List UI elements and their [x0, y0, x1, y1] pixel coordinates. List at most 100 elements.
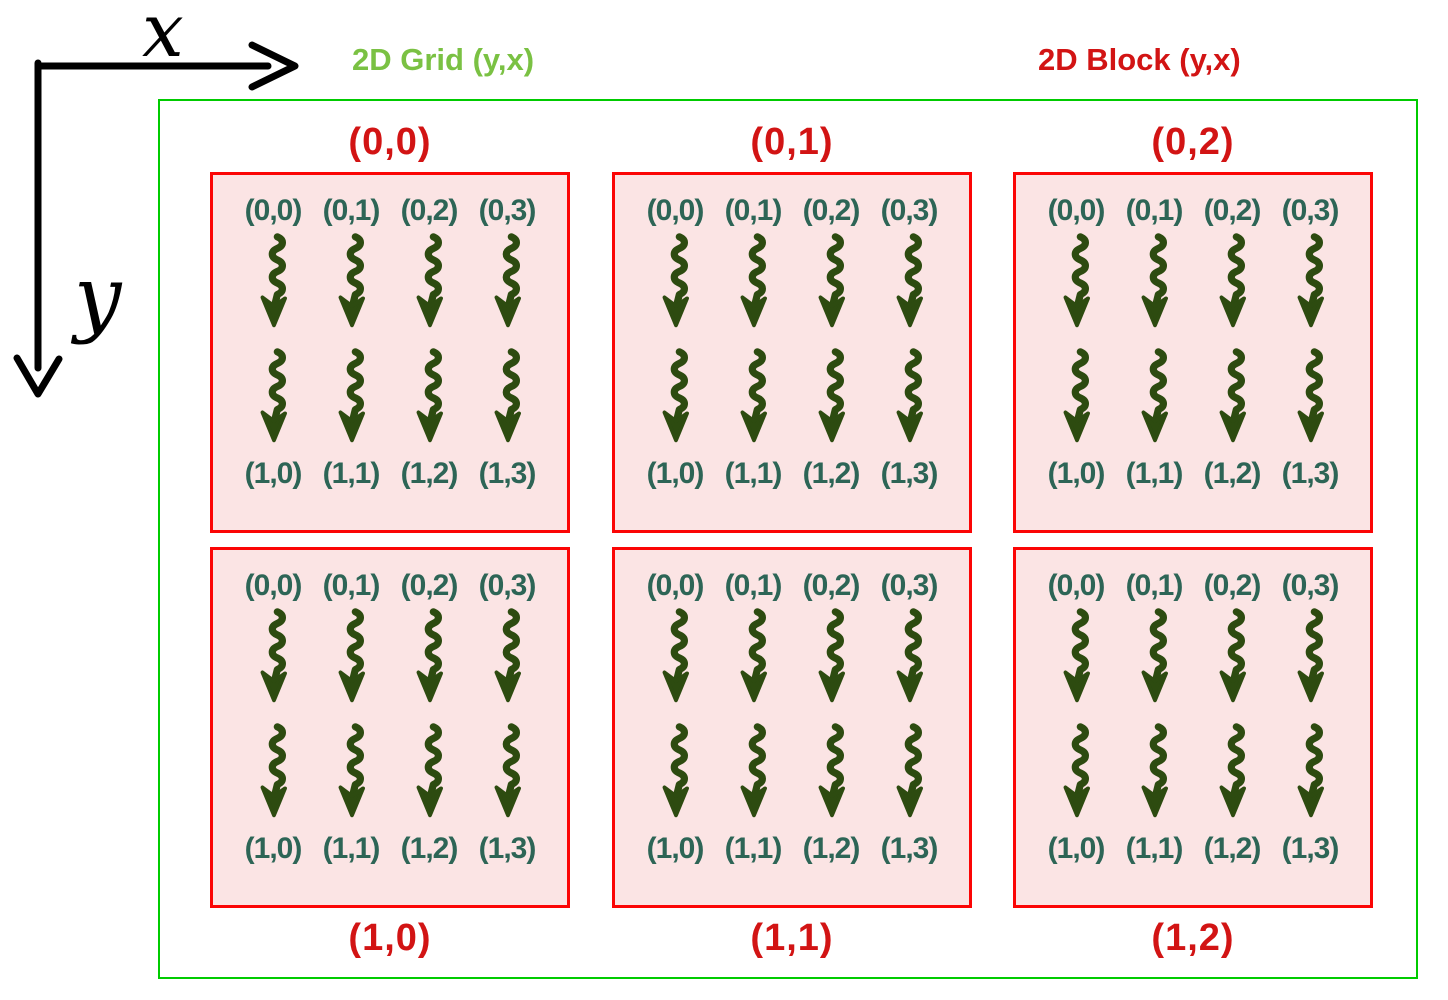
thread-label: (1,1): [322, 457, 381, 490]
wavy-down-arrow-icon: [738, 723, 769, 823]
block-unit-0-2: (0,2) (0,0)(0,1)(0,2)(0,3) (1,0)(1,1)(1,…: [1013, 119, 1373, 533]
wavy-down-arrow-icon: [660, 233, 691, 333]
block: (0,0)(0,1)(0,2)(0,3) (1,0)(1,1)(1,2)(1,3…: [210, 172, 570, 533]
block-label: (1,0): [348, 917, 432, 959]
thread-arrow-row: [636, 348, 948, 448]
wavy-down-arrow-icon: [894, 723, 925, 823]
wavy-down-arrow-icon: [660, 608, 691, 708]
thread-label-row: (1,0)(1,1)(1,2)(1,3): [234, 832, 546, 866]
thread-label: (1,0): [1047, 832, 1106, 865]
wavy-down-arrow-icon: [1295, 723, 1326, 823]
wavy-down-arrow-icon: [1217, 723, 1248, 823]
wavy-down-arrow-icon: [258, 723, 289, 823]
block-unit-1-1: (0,0)(0,1)(0,2)(0,3) (1,0)(1,1)(1,2)(1,3…: [612, 547, 972, 961]
wavy-down-arrow-icon: [414, 348, 445, 448]
thread-label: (1,0): [646, 457, 705, 490]
block: (0,0)(0,1)(0,2)(0,3) (1,0)(1,1)(1,2)(1,3…: [1013, 547, 1373, 908]
thread-label: (0,1): [1125, 569, 1184, 602]
wavy-down-arrow-icon: [660, 723, 691, 823]
thread-label: (1,0): [244, 832, 303, 865]
block-label: (0,1): [750, 121, 834, 163]
wavy-down-arrow-icon: [738, 233, 769, 333]
thread-label: (0,0): [646, 569, 705, 602]
block-label: (1,2): [1151, 917, 1235, 959]
wavy-down-arrow-icon: [1139, 608, 1170, 708]
thread-label-row: (0,0)(0,1)(0,2)(0,3): [636, 194, 948, 228]
thread-label-row: (1,0)(1,1)(1,2)(1,3): [1037, 457, 1349, 491]
y-axis-arrowhead-icon: [13, 354, 63, 398]
thread-label: (0,0): [646, 194, 705, 227]
thread-label: (0,3): [1281, 569, 1340, 602]
thread-label: (1,3): [880, 832, 939, 865]
thread-label: (0,3): [880, 194, 939, 227]
block: (0,0)(0,1)(0,2)(0,3) (1,0)(1,1)(1,2)(1,3…: [612, 172, 972, 533]
x-axis-label: x: [142, 0, 184, 74]
wavy-down-arrow-icon: [1295, 348, 1326, 448]
wavy-down-arrow-icon: [1217, 608, 1248, 708]
block-label: (0,0): [348, 121, 432, 163]
thread-label: (1,2): [802, 457, 861, 490]
wavy-down-arrow-icon: [336, 233, 367, 333]
thread-label-row: (0,0)(0,1)(0,2)(0,3): [636, 569, 948, 603]
thread-label: (0,2): [400, 569, 459, 602]
thread-arrow-row: [234, 723, 546, 823]
thread-label: (1,1): [1125, 457, 1184, 490]
wavy-down-arrow-icon: [1139, 348, 1170, 448]
block-title: 2D Block (y,x): [1038, 42, 1241, 77]
block-unit-1-2: (0,0)(0,1)(0,2)(0,3) (1,0)(1,1)(1,2)(1,3…: [1013, 547, 1373, 961]
thread-label: (1,2): [802, 832, 861, 865]
thread-arrow-row: [234, 348, 546, 448]
block-label: (1,1): [750, 917, 834, 959]
grid-outline: (0,0) (0,0)(0,1)(0,2)(0,3) (1,0)(1,1)(1,…: [158, 99, 1418, 979]
wavy-down-arrow-icon: [894, 608, 925, 708]
block: (0,0)(0,1)(0,2)(0,3) (1,0)(1,1)(1,2)(1,3…: [1013, 172, 1373, 533]
thread-label-row: (0,0)(0,1)(0,2)(0,3): [1037, 569, 1349, 603]
thread-label: (0,3): [478, 569, 537, 602]
thread-label: (1,1): [1125, 832, 1184, 865]
wavy-down-arrow-icon: [1139, 723, 1170, 823]
thread-label-row: (1,0) (1,1) (1,2) (1,3): [636, 832, 948, 866]
thread-label-row: (0,0)(0,1)(0,2)(0,3): [234, 194, 546, 228]
wavy-down-arrow-icon: [492, 723, 523, 823]
grid-title: 2D Grid (y,x): [352, 42, 535, 77]
thread-arrow-row: [234, 233, 546, 333]
wavy-down-arrow-icon: [1295, 608, 1326, 708]
thread-label: (1,1): [724, 832, 783, 865]
block: (0,0)(0,1)(0,2)(0,3) (1,0)(1,1)(1,2)(1,3…: [612, 547, 972, 908]
wavy-down-arrow-icon: [738, 608, 769, 708]
thread-label: (1,2): [400, 457, 459, 490]
thread-label: (1,0): [646, 832, 705, 865]
thread-label: (1,3): [1281, 832, 1340, 865]
thread-label-row: (0,0)(0,1)(0,2)(0,3): [1037, 194, 1349, 228]
thread-label: (0,1): [322, 194, 381, 227]
block-label: (0,2): [1151, 121, 1235, 163]
block: (0,0)(0,1)(0,2)(0,3) (1,0)(1,1)(1,2)(1,3…: [210, 547, 570, 908]
thread-label: (0,2): [802, 569, 861, 602]
thread-label: (1,1): [322, 832, 381, 865]
wavy-down-arrow-icon: [894, 348, 925, 448]
wavy-down-arrow-icon: [1139, 233, 1170, 333]
thread-label: (0,2): [1203, 569, 1262, 602]
xy-axes-icon: [13, 41, 299, 398]
thread-label: (1,1): [724, 457, 783, 490]
thread-label: (1,2): [1203, 457, 1262, 490]
wavy-down-arrow-icon: [336, 348, 367, 448]
wavy-down-arrow-icon: [414, 233, 445, 333]
thread-label: (0,0): [244, 569, 303, 602]
wavy-down-arrow-icon: [414, 608, 445, 708]
thread-arrow-row: [1037, 608, 1349, 708]
wavy-down-arrow-icon: [414, 723, 445, 823]
wavy-down-arrow-icon: [258, 608, 289, 708]
wavy-down-arrow-icon: [1061, 233, 1092, 333]
wavy-down-arrow-icon: [336, 723, 367, 823]
x-axis-arrowhead-icon: [248, 41, 299, 91]
wavy-down-arrow-icon: [492, 608, 523, 708]
wavy-down-arrow-icon: [816, 348, 847, 448]
thread-label: (0,1): [724, 569, 783, 602]
thread-arrow-row: [1037, 723, 1349, 823]
wavy-down-arrow-icon: [258, 233, 289, 333]
wavy-down-arrow-icon: [894, 233, 925, 333]
thread-arrow-row: [636, 723, 948, 823]
wavy-down-arrow-icon: [492, 233, 523, 333]
